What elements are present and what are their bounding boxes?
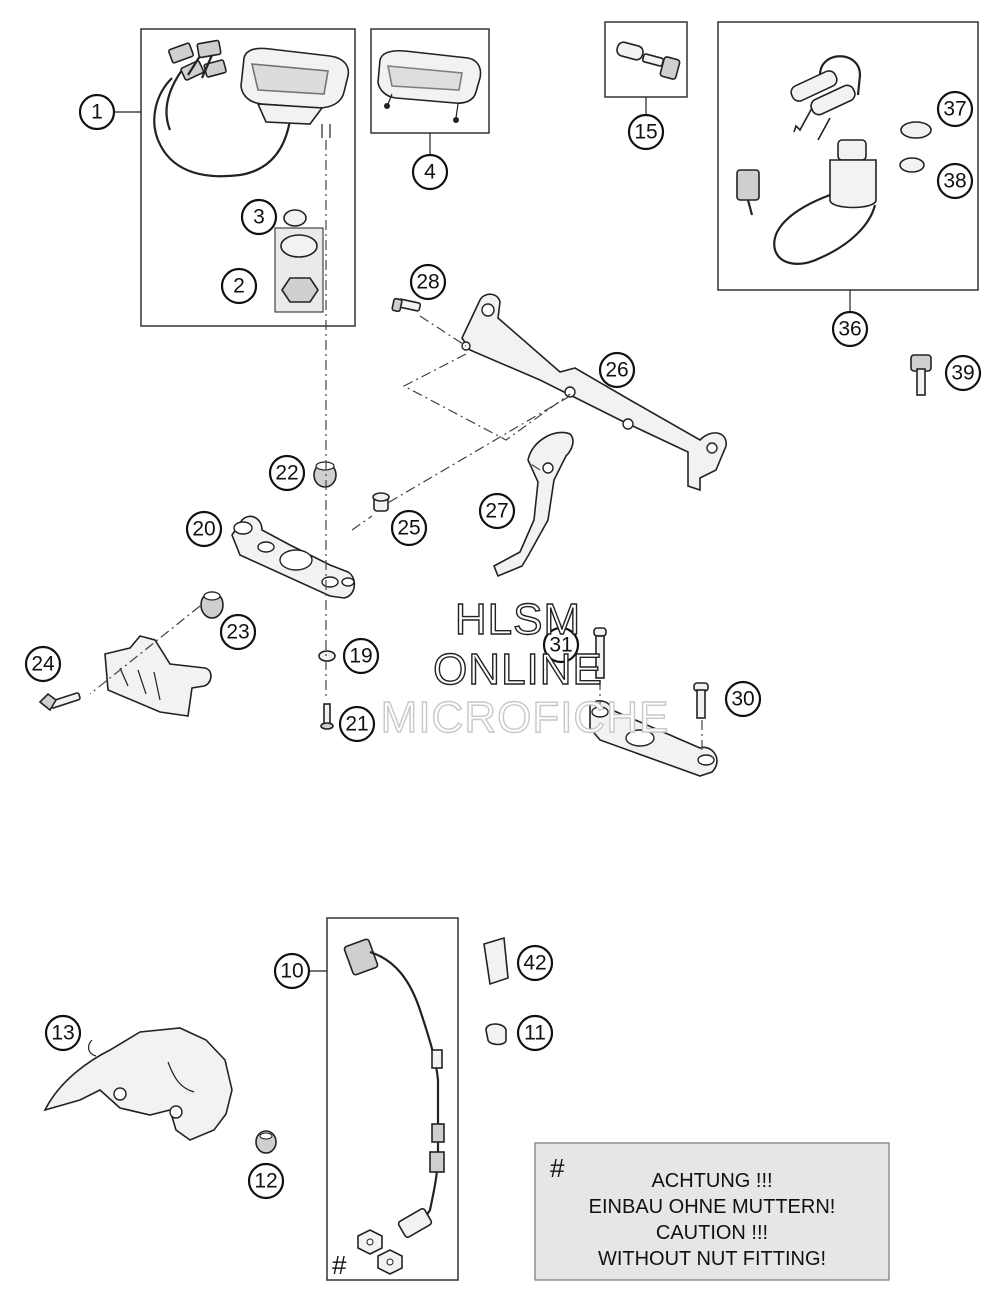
svg-text:36: 36 (838, 318, 861, 341)
part-23-damper (200, 591, 224, 619)
part-27-strut (492, 431, 574, 578)
callout-26: 26 (598, 351, 636, 389)
part-26-bracket (461, 293, 727, 492)
callout-1: 1 (78, 93, 116, 131)
svg-text:20: 20 (192, 518, 215, 541)
callout-23: 23 (219, 613, 257, 651)
note-line-3: CAUTION !!! (656, 1222, 768, 1244)
svg-text:11: 11 (524, 1022, 546, 1045)
part-25-bushing (372, 492, 390, 512)
svg-text:26: 26 (605, 359, 628, 382)
callout-10: 10 (273, 952, 311, 990)
nuts (357, 1229, 403, 1275)
svg-text:12: 12 (254, 1170, 277, 1193)
alignment-line-6 (527, 461, 541, 471)
alignment-line-5 (351, 515, 373, 531)
note-symbol: # (550, 1153, 565, 1183)
callout-42: 42 (516, 944, 554, 982)
svg-text:1: 1 (91, 101, 103, 124)
part-31-bolt (593, 627, 607, 679)
callout-2: 2 (220, 267, 258, 305)
svg-text:24: 24 (31, 653, 55, 676)
callout-13: 13 (44, 1014, 82, 1052)
callout-22: 22 (268, 454, 306, 492)
svg-text:2: 2 (233, 275, 245, 298)
part-20-holding-plate (231, 515, 356, 599)
callout-36: 36 (831, 310, 869, 348)
watermark: HLSM ONLINE MICROFICHE (380, 594, 670, 742)
callout-30: 30 (724, 680, 762, 718)
part-39-key (910, 354, 932, 396)
note-line-2: EINBAU OHNE MUTTERN! (589, 1196, 836, 1218)
group-box-ignition-lock (717, 21, 979, 291)
speedometer-part (153, 39, 350, 178)
watermark-line-3: MICROFICHE (381, 693, 670, 742)
svg-text:21: 21 (345, 713, 368, 736)
callout-25: 25 (390, 509, 428, 547)
callout-24: 24 (24, 645, 62, 683)
svg-text:23: 23 (226, 621, 249, 644)
warning-note: # ACHTUNG !!! EINBAU OHNE MUTTERN! CAUTI… (534, 1142, 890, 1281)
callout-4: 4 (411, 153, 449, 191)
callout-31: 31 (542, 626, 580, 664)
svg-text:38: 38 (943, 170, 966, 193)
part-19-washer (318, 650, 336, 662)
callout-21: 21 (338, 705, 376, 743)
svg-text:37: 37 (943, 98, 966, 121)
svg-text:42: 42 (523, 952, 546, 975)
part-42-clip (483, 936, 509, 986)
part-24-screw (38, 692, 81, 712)
part-2-lamp-holder (274, 227, 324, 313)
alignment-line-3 (402, 353, 571, 441)
part-4-housing (377, 49, 482, 123)
svg-text:22: 22 (275, 462, 298, 485)
part-36-ignition-lock (736, 55, 932, 265)
alignment-line-4 (385, 395, 571, 505)
part-30-bolt (693, 682, 709, 719)
group-box-speedometer-kit (140, 28, 356, 327)
watermark-line-1: HLSM (455, 595, 581, 644)
callout-15: 15 (627, 113, 665, 151)
part-11-cable-clip (485, 1023, 507, 1046)
part-12-spacer (255, 1130, 277, 1154)
callout-11: 11 (516, 1014, 554, 1052)
watermark-line-2: ONLINE (433, 645, 603, 694)
callout-3: 3 (240, 198, 278, 236)
nut-note-marker: # (332, 1250, 347, 1280)
svg-text:39: 39 (951, 362, 974, 385)
note-line-4: WITHOUT NUT FITTING! (598, 1248, 826, 1270)
callout-28: 28 (409, 263, 447, 301)
part-15-lock-cylinder (616, 41, 681, 80)
part-21-screw (320, 703, 334, 730)
alignment-line-7 (89, 605, 201, 695)
callout-19: 19 (342, 637, 380, 675)
callout-37: 37 (936, 90, 974, 128)
svg-text:31: 31 (549, 634, 572, 657)
cover-plate (104, 635, 212, 717)
alignment-line-2 (419, 315, 467, 347)
svg-text:4: 4 (424, 161, 436, 184)
part-28-bolt (391, 297, 422, 313)
svg-text:28: 28 (416, 271, 439, 294)
note-line-1: ACHTUNG !!! (651, 1170, 772, 1192)
callout-12: 12 (247, 1162, 285, 1200)
svg-text:30: 30 (731, 688, 754, 711)
svg-text:19: 19 (349, 645, 372, 668)
callout-39: 39 (944, 354, 982, 392)
svg-text:3: 3 (253, 206, 265, 229)
svg-text:15: 15 (634, 121, 657, 144)
callout-38: 38 (936, 162, 974, 200)
part-10-speed-sensor (343, 938, 445, 1238)
group-box-speed-sensor (326, 917, 459, 1281)
part-22-grommet (313, 461, 337, 488)
svg-text:10: 10 (280, 960, 303, 983)
part-3-ring (283, 209, 307, 227)
svg-text:27: 27 (485, 500, 508, 523)
part-13-disc-guard (43, 1027, 233, 1141)
svg-text:25: 25 (397, 517, 420, 540)
svg-text:13: 13 (51, 1022, 74, 1045)
callout-20: 20 (185, 510, 223, 548)
callout-27: 27 (478, 492, 516, 530)
